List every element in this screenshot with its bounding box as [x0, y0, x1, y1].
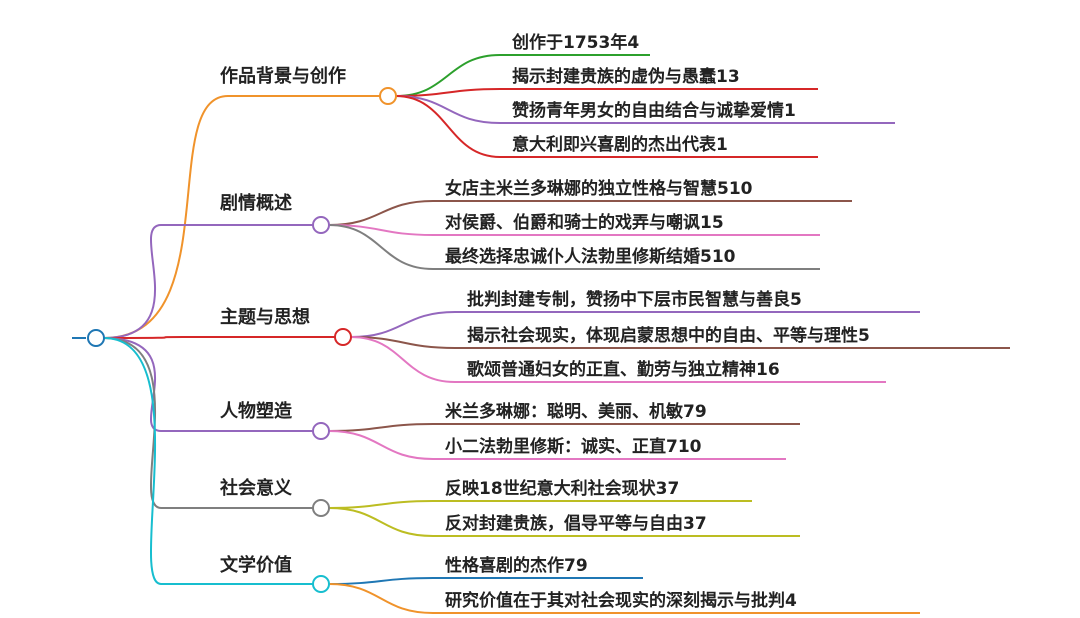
leaf-label: 性格喜剧的杰作79 — [445, 556, 588, 576]
leaf-edge — [395, 88, 818, 97]
branch-label: 作品背景与创作 — [220, 66, 346, 87]
leaf-edge — [328, 224, 820, 236]
branch-edge — [103, 224, 313, 339]
leaf-edge — [395, 95, 818, 158]
branch-label: 人物塑造 — [220, 401, 292, 422]
leaf-edge — [395, 54, 650, 97]
leaf-label: 歌颂普通妇女的正直、勤劳与独立精神16 — [467, 360, 780, 380]
leaf-label: 女店主米兰多琳娜的独立性格与智慧510 — [445, 179, 753, 199]
branch-node[interactable] — [379, 87, 397, 105]
branch-label: 剧情概述 — [220, 193, 292, 214]
leaf-label: 揭示社会现实，体现启蒙思想中的自由、平等与理性5 — [467, 326, 870, 346]
branch-node[interactable] — [312, 499, 330, 517]
leaf-label: 研究价值在于其对社会现实的深刻揭示与批判4 — [445, 591, 797, 611]
leaf-label: 创作于1753年4 — [512, 33, 640, 53]
branch-label: 文学价值 — [220, 555, 292, 576]
leaf-edge — [350, 336, 1010, 349]
leaf-edge — [328, 200, 852, 226]
branch-node[interactable] — [312, 216, 330, 234]
leaf-label: 对侯爵、伯爵和骑士的戏弄与嘲讽15 — [445, 213, 724, 233]
leaf-label: 意大利即兴喜剧的杰出代表1 — [512, 135, 728, 155]
leaf-label: 批判封建专制，赞扬中下层市民智慧与善良5 — [467, 290, 802, 310]
leaf-label: 反映18世纪意大利社会现状37 — [445, 479, 680, 499]
leaf-edge — [395, 95, 895, 124]
root-node[interactable] — [87, 329, 105, 347]
leaf-edge — [350, 336, 886, 383]
branch-node[interactable] — [334, 328, 352, 346]
leaf-label: 反对封建贵族，倡导平等与自由37 — [445, 514, 707, 534]
branch-edge — [103, 95, 380, 339]
branch-edge — [103, 336, 335, 339]
branch-node[interactable] — [312, 422, 330, 440]
leaf-label: 小二法勃里修斯：诚实、正直710 — [445, 437, 702, 457]
leaf-edge — [328, 583, 920, 614]
leaf-edge — [328, 507, 800, 537]
leaf-label: 最终选择忠诚仆人法勃里修斯结婚510 — [445, 247, 736, 267]
leaf-edge — [328, 430, 786, 460]
branch-label: 社会意义 — [220, 478, 292, 499]
leaf-label: 赞扬青年男女的自由结合与诚挚爱情1 — [512, 101, 796, 121]
branch-node[interactable] — [312, 575, 330, 593]
leaf-edge — [328, 577, 643, 585]
branch-label: 主题与思想 — [220, 307, 310, 328]
leaf-edge — [328, 224, 820, 270]
branch-edge — [103, 337, 313, 585]
leaf-edge — [328, 500, 752, 509]
leaf-edge — [350, 311, 920, 338]
leaf-label: 揭示封建贵族的虚伪与愚蠢13 — [512, 67, 740, 87]
leaf-label: 米兰多琳娜：聪明、美丽、机敏79 — [445, 402, 707, 422]
leaf-edge — [328, 423, 800, 432]
